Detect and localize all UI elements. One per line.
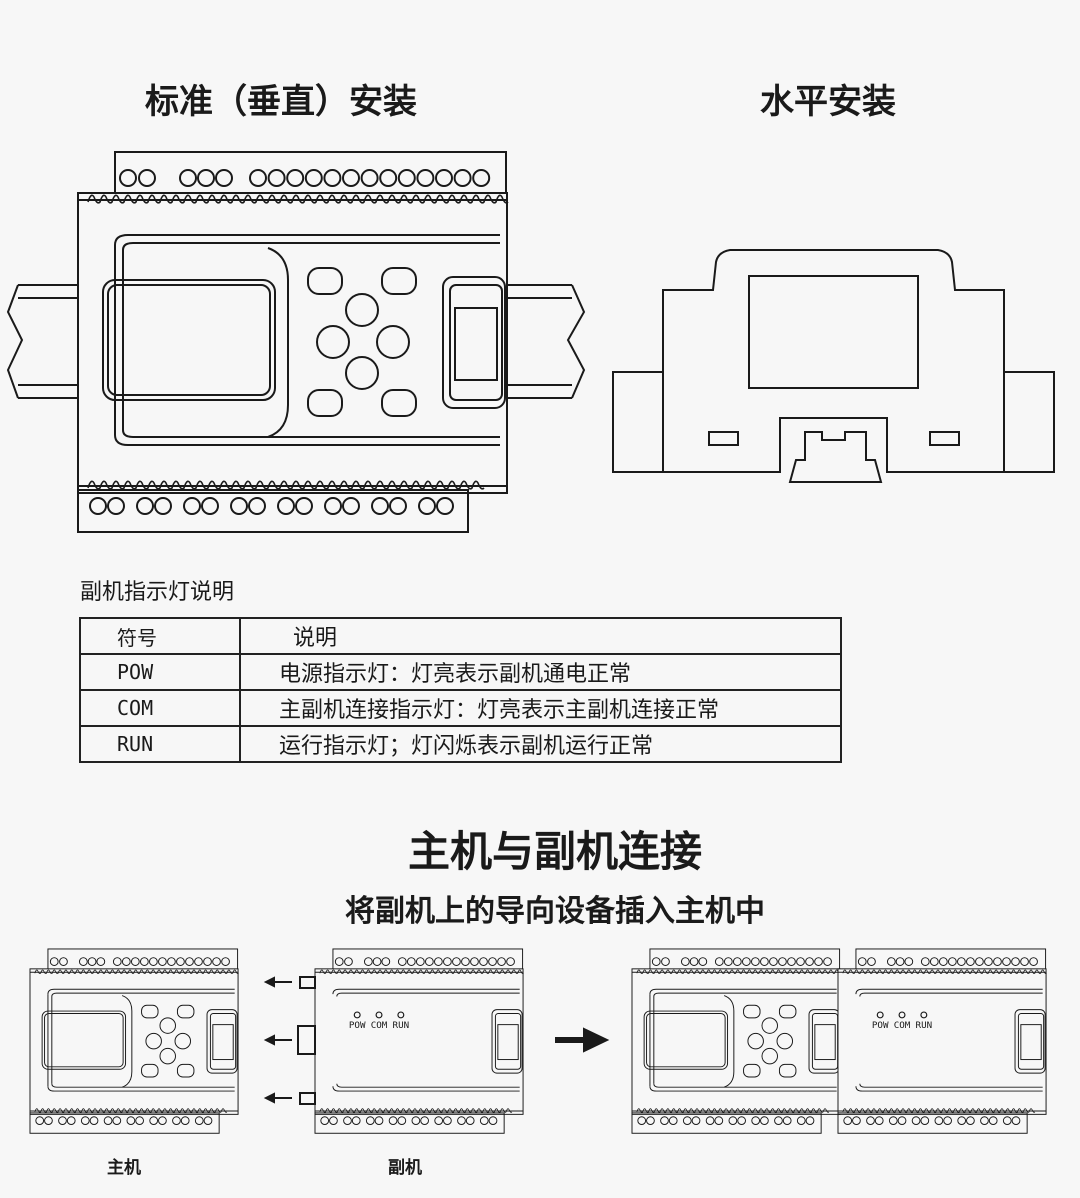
row-description: 运行指示灯；灯闪烁表示副机运行正常	[239, 725, 842, 763]
din-rail	[6, 284, 586, 399]
header-description: 说明	[239, 617, 842, 655]
slave-unit: POW COM RUN	[314, 948, 524, 1134]
led-label-run: RUN	[916, 1020, 933, 1031]
vertical-install-title: 标准（垂直）安装	[145, 82, 417, 122]
slave-unit-connected: POW COM RUN	[837, 948, 1047, 1134]
header-symbol: 符号	[79, 617, 241, 655]
led-label-pow: POW	[349, 1020, 366, 1031]
main-unit-horizontal	[612, 249, 1055, 483]
main-unit	[29, 948, 239, 1134]
row-symbol: POW	[79, 653, 241, 691]
main-unit-connected	[631, 948, 841, 1134]
led-label-com: COM	[371, 1020, 388, 1031]
insert-arrows	[263, 976, 292, 1104]
slave-unit-caption: 副机	[388, 1158, 422, 1178]
main-unit-caption: 主机	[107, 1158, 141, 1178]
connection-subtitle: 将副机上的导向设备插入主机中	[345, 894, 765, 929]
led-label-com: COM	[894, 1020, 911, 1031]
main-unit-vertical	[77, 151, 509, 533]
indicator-table: 符号 说明 POW 电源指示灯：灯亮表示副机通电正常 COM 主副机连接指示灯：…	[79, 617, 842, 763]
led-label-pow: POW	[872, 1020, 889, 1031]
row-symbol: COM	[79, 689, 241, 727]
result-arrow-icon	[555, 1027, 610, 1053]
row-description: 电源指示灯：灯亮表示副机通电正常	[239, 653, 842, 691]
row-description: 主副机连接指示灯：灯亮表示主副机连接正常	[239, 689, 842, 727]
horizontal-install-title: 水平安装	[760, 82, 896, 122]
table-row: COM 主副机连接指示灯：灯亮表示主副机连接正常	[79, 689, 842, 727]
table-row: POW 电源指示灯：灯亮表示副机通电正常	[79, 653, 842, 691]
table-header-row: 符号 说明	[79, 617, 842, 655]
indicator-table-title: 副机指示灯说明	[80, 580, 235, 605]
guide-pins	[297, 976, 316, 1105]
table-row: RUN 运行指示灯；灯闪烁表示副机运行正常	[79, 725, 842, 763]
connection-title: 主机与副机连接	[407, 827, 702, 876]
led-label-run: RUN	[393, 1020, 410, 1031]
row-symbol: RUN	[79, 725, 241, 763]
